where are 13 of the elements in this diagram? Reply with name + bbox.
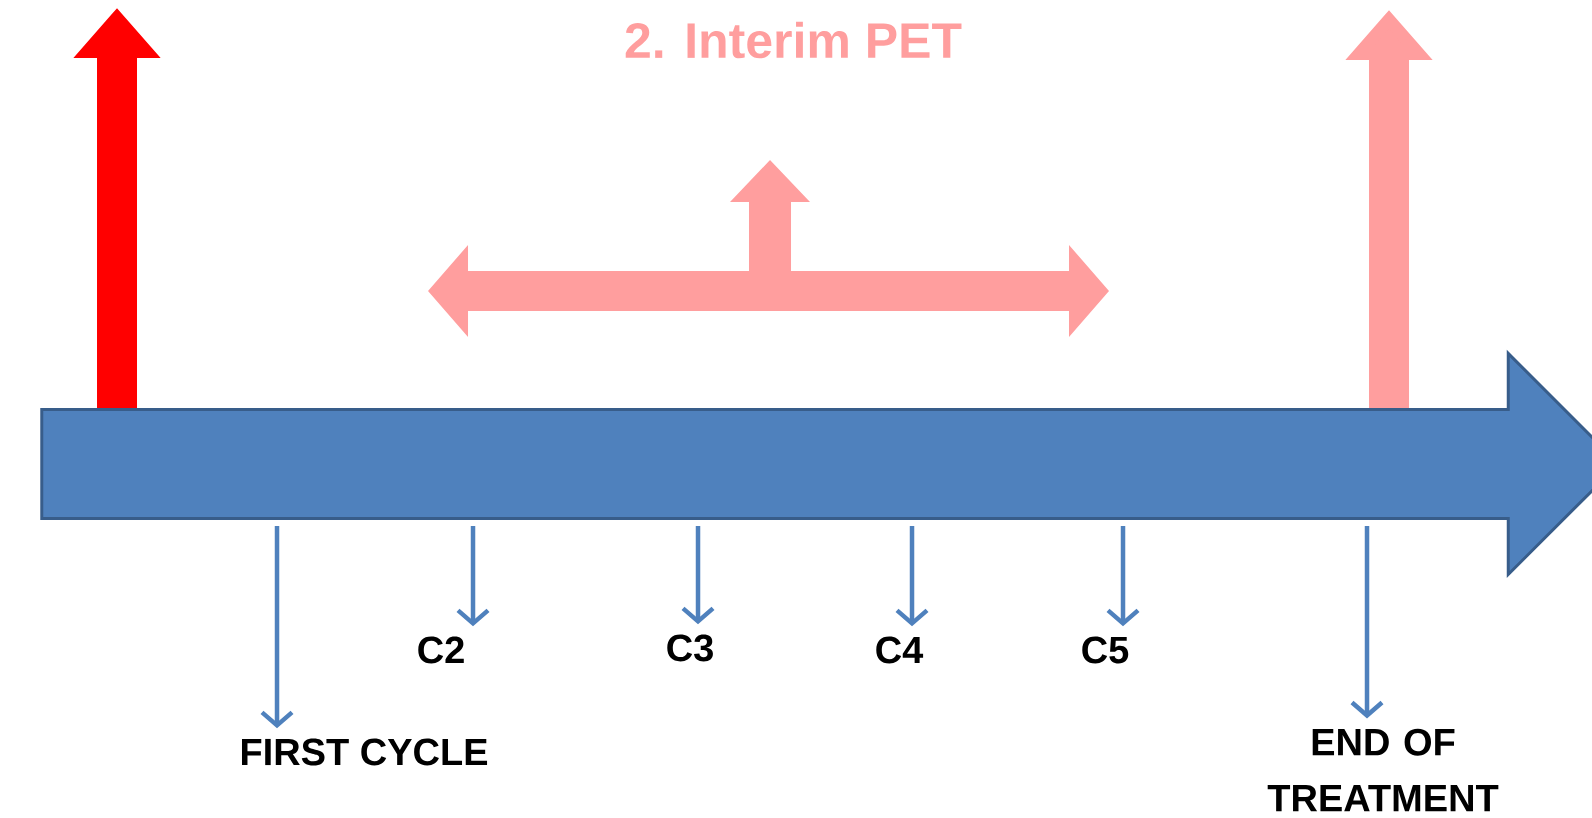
timeline-label: C2	[418, 636, 464, 664]
arrow	[260, 526, 294, 729]
arrow	[456, 526, 490, 627]
arrow	[1106, 526, 1140, 627]
timeline-label: END OF TREATMENT	[1267, 728, 1499, 812]
arrow	[1350, 526, 1384, 719]
title: 2. Interim PET	[625, 21, 962, 59]
timeline-label: C5	[1082, 636, 1129, 664]
arrow	[681, 526, 715, 625]
timeline-label: FIRST CYCLE	[242, 738, 488, 766]
timeline-label: C3	[667, 634, 713, 662]
arrow	[895, 526, 929, 627]
timeline-label: C4	[876, 636, 924, 664]
